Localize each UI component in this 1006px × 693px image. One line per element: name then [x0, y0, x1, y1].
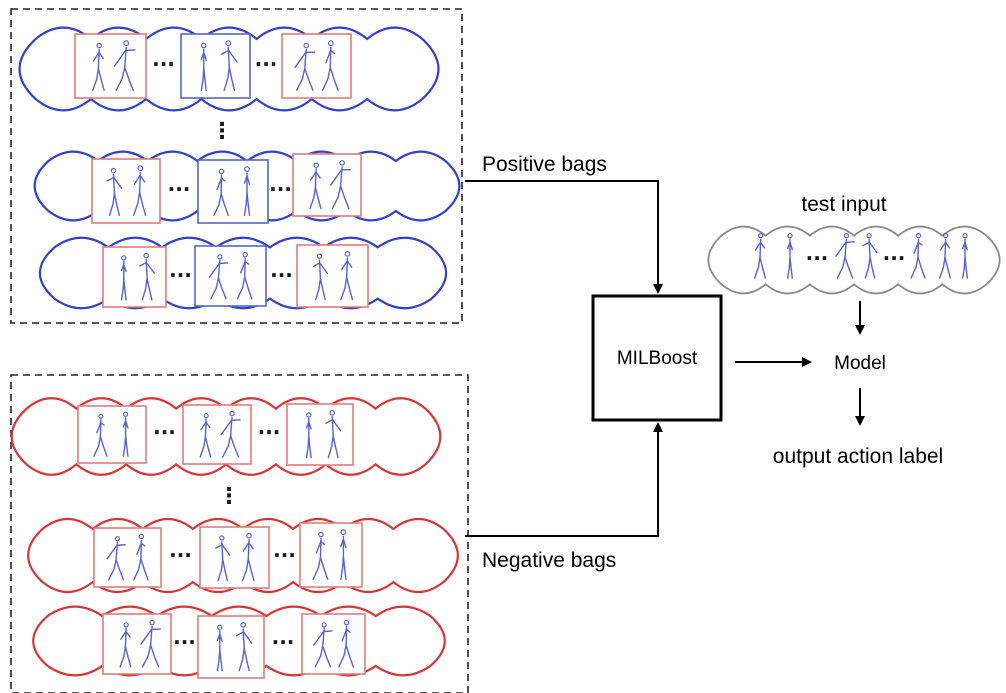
stick-figure-icon: [340, 251, 354, 301]
instance-frame: [182, 404, 252, 465]
instance-frame: [102, 246, 167, 308]
instance-frame: [281, 33, 352, 99]
positive-bags-label: Positive bags: [482, 153, 607, 176]
stick-figure-icon: [106, 167, 123, 217]
negative-bag: ··· ···: [32, 605, 446, 679]
milboost-box: [591, 294, 723, 422]
instance-frame: [301, 613, 366, 675]
instance-frame: [197, 159, 269, 224]
stick-figure-icon: [139, 252, 155, 301]
stick-figure-icon: [910, 233, 926, 279]
model-label: Model: [834, 353, 886, 374]
instance-frame: [197, 615, 265, 679]
stick-figure-icon: [92, 42, 105, 92]
bag-ellipsis: ···: [169, 263, 192, 287]
positive-bag: ··· ···: [18, 26, 440, 112]
stick-figure-icon: [133, 533, 149, 581]
stick-figure-icon: [93, 413, 108, 457]
instance-frame: [77, 405, 147, 464]
stick-figure-icon: [140, 619, 161, 668]
stick-figure-icon: [312, 622, 333, 668]
instance-frame: [199, 526, 270, 589]
stick-figure-icon: [132, 165, 147, 217]
positive-bags-group-box: [10, 8, 463, 324]
instance-frame: [91, 158, 161, 224]
bag-ellipsis: ···: [153, 420, 176, 444]
stick-figure-icon: [305, 412, 312, 459]
stick-figure-icon: [321, 40, 339, 92]
stick-figure-icon: [236, 251, 253, 300]
instance-frame: [292, 153, 362, 217]
stick-figure-icon: [340, 529, 347, 581]
test-ellipsis: ···: [883, 246, 906, 270]
stick-figure-icon: [753, 233, 767, 279]
negative-bag: ··· ···: [10, 397, 442, 476]
bag-ellipsis: ···: [272, 630, 295, 654]
stick-figure-icon: [309, 162, 322, 210]
output-action-label: output action label: [773, 445, 943, 468]
milboost-label: MILBoost: [617, 348, 698, 369]
stick-figure-icon: [208, 254, 229, 300]
bag-ellipsis: ···: [273, 543, 296, 567]
stick-figure-icon: [216, 624, 223, 672]
bag-ellipsis: ···: [169, 543, 192, 567]
stick-figure-icon: [938, 233, 952, 279]
negative-bag: ··· ···: [27, 517, 459, 594]
instance-frame: [102, 613, 172, 675]
bag-ellipsis: ···: [152, 52, 175, 76]
instance-frame: [74, 33, 147, 99]
stick-figure-icon: [962, 233, 968, 279]
stick-figure-icon: [220, 410, 241, 458]
positive-bag: ··· ···: [38, 236, 448, 310]
stick-figure-icon: [241, 532, 255, 582]
bag-ellipsis: ···: [173, 630, 196, 654]
stick-figure-icon: [787, 233, 793, 279]
positive-bags-vertical-dots: ⋮: [211, 119, 233, 144]
stick-figure-icon: [236, 622, 253, 672]
instance-frame: [180, 33, 251, 99]
test-input-cloud: ··· ···: [707, 225, 1001, 295]
instance-frame: [194, 245, 267, 307]
stick-figure-icon: [215, 535, 231, 582]
stick-figure-icon: [106, 536, 126, 581]
negative-bags-group-box: [10, 374, 469, 693]
stick-figure-icon: [199, 413, 212, 458]
stick-figure-icon: [338, 619, 354, 668]
stick-figure-icon: [325, 409, 342, 459]
stick-figure-icon: [312, 253, 329, 301]
stick-figure-icon: [835, 233, 855, 279]
test-ellipsis: ···: [806, 246, 829, 270]
stick-figure-icon: [122, 411, 129, 457]
stick-figure-icon: [200, 42, 207, 92]
stick-figure-icon: [312, 531, 329, 581]
bag-ellipsis: ···: [270, 263, 293, 287]
stick-figure-icon: [213, 168, 229, 217]
stick-figure-icon: [119, 622, 132, 668]
stick-figure-icon: [220, 40, 238, 92]
stick-figure-icon: [329, 160, 352, 210]
test-cloud-outline: [707, 225, 1001, 295]
bag-ellipsis: ···: [168, 177, 191, 201]
instance-frame: [299, 522, 363, 588]
negative-bags-label: Negative bags: [482, 549, 616, 572]
stick-figure-icon: [294, 42, 316, 92]
bag-ellipsis: ···: [269, 177, 292, 201]
bags-layer: ··· ··· ··· ··· ··· ··· ··· ··· ··· ··· ··· ···: [10, 26, 461, 679]
test-input-label: test input: [801, 193, 886, 216]
negative-bags-vertical-dots: ⋮: [218, 484, 240, 509]
bag-ellipsis: ···: [255, 52, 278, 76]
positive-bag: ··· ···: [33, 150, 461, 224]
stick-figure-icon: [243, 166, 251, 217]
negative-bags-connector: [465, 422, 663, 537]
instance-frame: [93, 527, 162, 588]
stick-figure-icon: [862, 233, 878, 279]
stick-figure-icon: [120, 255, 127, 301]
test-input-layer: ··· ···: [707, 225, 1001, 295]
instance-frame: [286, 403, 354, 466]
stick-figure-icon: [113, 40, 136, 92]
positive-bags-connector: [465, 180, 663, 294]
instance-frame: [296, 244, 369, 308]
bag-ellipsis: ···: [258, 420, 281, 444]
